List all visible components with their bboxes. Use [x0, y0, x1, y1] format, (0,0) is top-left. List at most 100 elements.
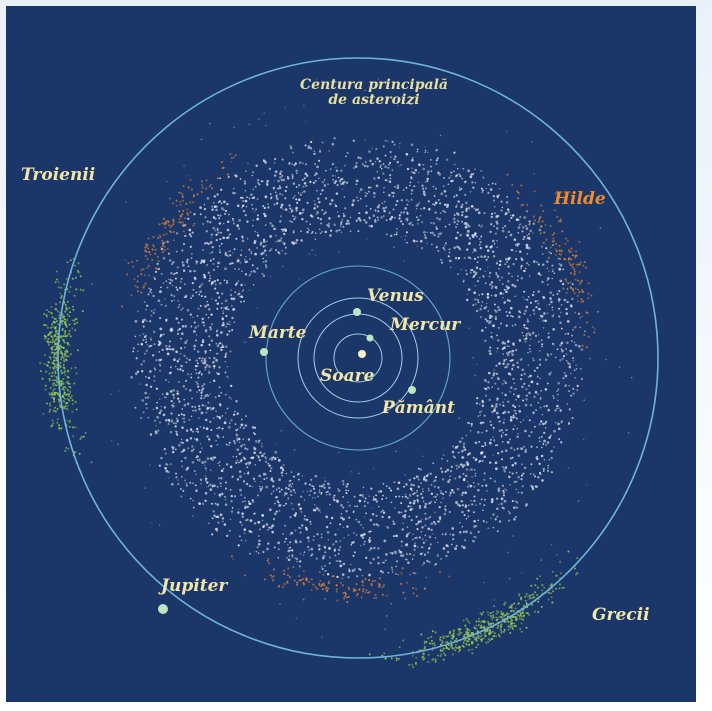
asteroid-dot: [186, 466, 190, 470]
asteroid-dot: [207, 271, 211, 274]
asteroid-dot: [210, 283, 213, 286]
asteroid-dot: [492, 250, 495, 253]
asteroid-dot: [145, 308, 147, 311]
asteroid-dot: [554, 192, 557, 195]
asteroid-dot: [490, 517, 492, 519]
asteroid-dot: [171, 483, 174, 486]
asteroid-dot: [479, 316, 482, 319]
asteroid-dot: [453, 163, 456, 166]
asteroid-dot: [142, 411, 145, 414]
asteroid-dot: [388, 180, 392, 183]
asteroid-dot: [189, 179, 192, 181]
asteroid-dot: [502, 421, 505, 424]
asteroid-dot: [425, 641, 428, 643]
asteroid-dot: [266, 182, 269, 185]
asteroid-dot: [573, 567, 576, 570]
asteroid-dot: [479, 635, 482, 638]
asteroid-dot: [143, 300, 146, 303]
asteroid-dot: [466, 230, 470, 233]
asteroid-dot: [542, 467, 545, 471]
asteroid-dot: [416, 498, 419, 501]
asteroid-dot: [344, 593, 347, 595]
asteroid-dot: [289, 516, 292, 519]
asteroid-dot: [588, 357, 591, 360]
asteroid-dot: [470, 499, 472, 502]
asteroid-dot: [262, 525, 265, 529]
asteroid-dot: [303, 499, 306, 501]
asteroid-dot: [292, 230, 295, 233]
asteroid-dot: [550, 353, 553, 356]
asteroid-dot: [579, 316, 582, 319]
asteroid-dot: [240, 423, 244, 427]
asteroid-dot: [65, 446, 68, 449]
asteroid-dot: [203, 464, 206, 467]
asteroid-dot: [368, 537, 371, 539]
asteroid-dot: [237, 280, 240, 282]
asteroid-dot: [575, 254, 578, 257]
asteroid-dot: [214, 299, 217, 302]
asteroid-dot: [174, 425, 177, 428]
asteroid-dot: [195, 380, 198, 384]
asteroid-dot: [479, 241, 482, 244]
asteroid-dot: [474, 232, 477, 235]
asteroid-dot: [282, 241, 284, 244]
asteroid-dot: [527, 352, 529, 354]
asteroid-dot: [153, 245, 155, 248]
asteroid-dot: [52, 359, 55, 362]
asteroid-dot: [186, 208, 189, 211]
asteroid-dot: [548, 270, 550, 272]
asteroid-dot: [397, 481, 401, 485]
asteroid-dot: [248, 248, 251, 251]
asteroid-dot: [530, 374, 533, 377]
asteroid-dot: [544, 427, 547, 429]
asteroid-dot: [351, 203, 354, 207]
asteroid-dot: [409, 487, 413, 491]
asteroid-dot: [446, 641, 449, 644]
asteroid-dot: [448, 259, 452, 263]
asteroid-dot: [387, 163, 391, 166]
asteroid-dot: [497, 487, 501, 491]
asteroid-dot: [491, 182, 494, 185]
asteroid-dot: [481, 445, 483, 448]
asteroid-dot: [525, 337, 528, 340]
asteroid-dot: [232, 262, 234, 264]
asteroid-dot: [520, 571, 523, 574]
asteroid-dot: [62, 363, 65, 366]
asteroid-dot: [262, 245, 265, 248]
asteroid-dot: [397, 573, 400, 576]
asteroid-dot: [423, 561, 426, 565]
asteroid-dot: [299, 560, 302, 563]
asteroid-dot: [505, 429, 508, 432]
asteroid-dot: [422, 187, 425, 190]
asteroid-dot: [212, 216, 216, 219]
asteroid-dot: [488, 371, 491, 375]
asteroid-dot: [582, 264, 585, 267]
asteroid-dot: [161, 251, 164, 254]
asteroid-dot: [159, 336, 161, 338]
asteroid-dot: [164, 304, 167, 307]
asteroid-dot: [339, 222, 343, 226]
asteroid-dot: [416, 494, 419, 497]
asteroid-dot: [510, 386, 513, 389]
asteroid-dot: [368, 190, 370, 193]
asteroid-dot: [161, 348, 164, 352]
asteroid-dot: [480, 329, 484, 332]
asteroid-dot: [487, 381, 490, 384]
asteroid-dot: [205, 230, 208, 233]
asteroid-dot: [483, 387, 486, 390]
asteroid-dot: [343, 196, 346, 198]
asteroid-dot: [199, 213, 202, 216]
asteroid-dot: [206, 457, 210, 460]
asteroid-dot: [291, 215, 295, 218]
asteroid-dot: [528, 344, 531, 347]
asteroid-dot: [341, 573, 345, 577]
asteroid-dot: [410, 192, 413, 195]
asteroid-dot: [527, 332, 530, 335]
asteroid-dot: [239, 261, 242, 264]
asteroid-dot: [485, 489, 488, 492]
asteroid-dot: [69, 419, 71, 422]
asteroid-dot: [357, 230, 360, 233]
asteroid-dot: [580, 377, 583, 380]
asteroid-dot: [152, 408, 155, 411]
asteroid-dot: [142, 333, 144, 335]
